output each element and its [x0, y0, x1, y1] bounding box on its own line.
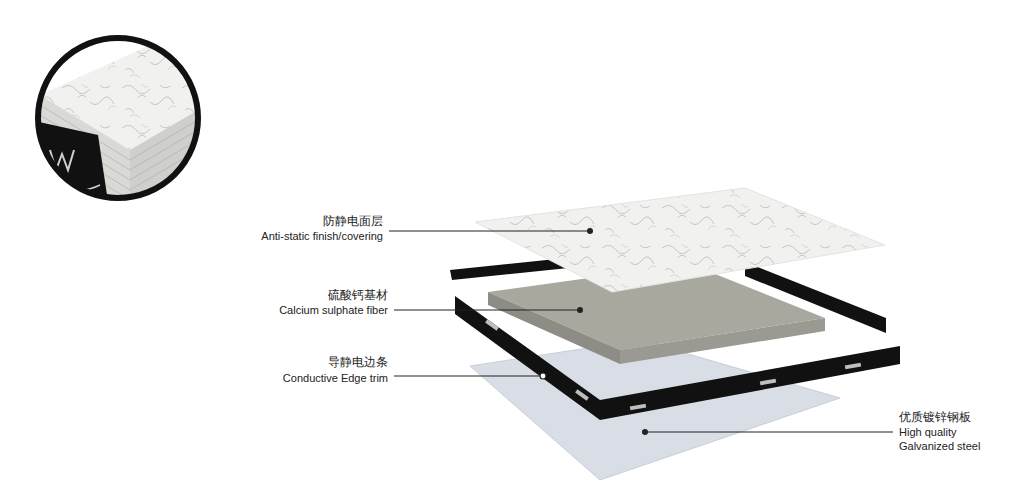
leader-line	[389, 231, 893, 432]
leader-dot	[587, 228, 593, 234]
edge-trim	[455, 296, 600, 420]
leader-dot	[540, 373, 546, 379]
edge-trim	[600, 346, 900, 420]
trim-logo	[485, 319, 861, 410]
inset-detail	[30, 30, 240, 215]
part-name: 防静电面层	[323, 214, 383, 228]
part-name: 优质镀锌钢板	[899, 410, 971, 424]
part-name: High quality Galvanized steel	[899, 425, 991, 453]
part-name: Anti-static finish/covering	[261, 229, 383, 243]
finish-sheet	[475, 188, 885, 292]
part-name: Calcium sulphate fiber	[279, 303, 388, 317]
board-side	[620, 318, 825, 364]
leader-dot	[577, 307, 583, 313]
inset-ring	[38, 38, 198, 198]
board-side	[488, 292, 620, 364]
part-name: Conductive Edge trim	[283, 371, 388, 385]
part-name: 硫酸钙基材	[328, 288, 388, 302]
leader-dot	[642, 429, 648, 435]
part-name: 导静电边条	[328, 355, 388, 369]
